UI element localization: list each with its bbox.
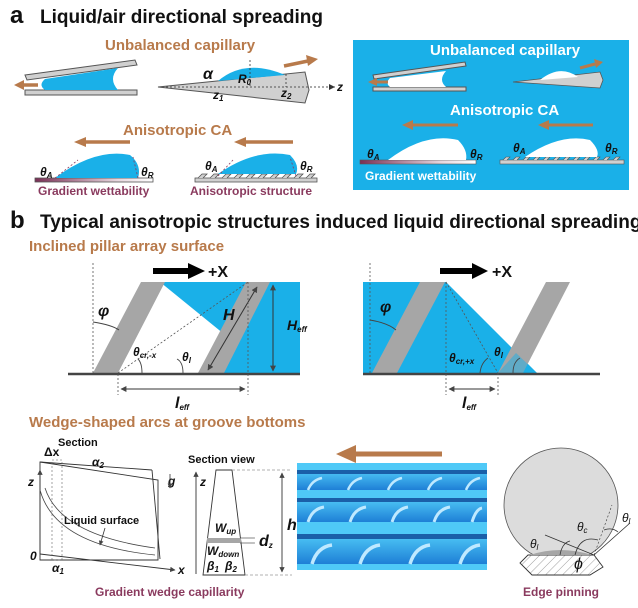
inclined-pillar-minus-x-diagram: φ θcr,-x θl H Heff leff +X	[68, 263, 308, 412]
anisotropic-structure-caption: Anisotropic structure	[190, 184, 312, 198]
plus-x-label: +X	[492, 264, 512, 281]
theta-l-symbol: θl	[494, 345, 504, 360]
capillary-tube-diagram	[14, 59, 138, 96]
gradient-wedge-caption: Gradient wedge capillarity	[95, 585, 245, 599]
direction-arrow-icon	[440, 263, 488, 279]
inclined-pillar-plus-x-diagram: φ θcr,+x θl leff +X	[363, 263, 600, 412]
phi-symbol: φ	[98, 303, 109, 320]
panel-b-label: b	[10, 207, 25, 234]
w-down-symbol: Wdown	[207, 544, 239, 559]
l-eff-symbol: leff	[175, 395, 190, 412]
h-symbol: h	[287, 517, 297, 534]
theta-r-symbol: θR	[300, 159, 313, 174]
arrow-left-icon	[14, 80, 38, 90]
theta-l-right-symbol: θl	[622, 511, 631, 526]
inverse-liquid-box: Unbalanced capillary Anisotropic CA θA θ…	[353, 40, 629, 190]
gradient-wettability-caption: Gradient wettability	[38, 184, 150, 198]
x-axis-label: x	[177, 563, 186, 577]
origin-label: 0	[30, 549, 37, 563]
wedge-droplet-diagram: α R0 z1 z2 z	[157, 55, 343, 104]
arrow-right-icon	[283, 55, 318, 68]
theta-l-symbol: θl	[182, 350, 192, 365]
arrow-left-icon	[74, 137, 130, 147]
theta-cr-plus-x-symbol: θcr,+x	[449, 351, 475, 366]
theta-cr-minus-x-symbol: θcr,-x	[133, 345, 157, 360]
r0-symbol: R0	[238, 72, 252, 87]
beta2-symbol: β2	[224, 559, 237, 574]
groove-arcs-render	[297, 445, 487, 570]
section-label: Section	[58, 437, 98, 449]
arrow-left-icon	[336, 445, 442, 463]
anisotropic-structure-diagram: θA θR Anisotropic structure	[190, 137, 318, 198]
panel-b-title: Typical anisotropic structures induced l…	[40, 212, 638, 233]
alpha1-symbol: α1	[52, 561, 64, 576]
theta-r-symbol: θR	[141, 165, 154, 180]
gravity-symbol: g	[167, 474, 176, 488]
alpha-symbol: α	[203, 66, 214, 83]
arrow-left-icon	[234, 137, 293, 147]
inverse-anisotropic-ca-heading: Anisotropic CA	[450, 102, 559, 119]
gradient-wettability-diagram: θA θR Gradient wettability	[34, 137, 154, 198]
dz-symbol: dz	[259, 533, 273, 550]
inverse-theta-r-symbol: θR	[470, 147, 483, 162]
phi-edge-symbol: ϕ	[574, 556, 583, 573]
anisotropic-ca-heading: Anisotropic CA	[123, 122, 232, 139]
theta-l-symbol: θl	[530, 537, 539, 552]
alpha2-symbol: α2	[92, 455, 104, 470]
inverse-theta-a-symbol: θA	[367, 147, 380, 162]
section-view-label: Section view	[188, 454, 255, 466]
section-z-label: z	[199, 475, 206, 489]
z-axis-label: z	[27, 475, 34, 489]
liquid-surface-label: Liquid surface	[64, 515, 139, 527]
edge-pinning-caption: Edge pinning	[523, 585, 599, 599]
l-eff-symbol: leff	[462, 395, 477, 412]
unbalanced-capillary-heading: Unbalanced capillary	[105, 37, 256, 54]
z-axis-label: z	[336, 80, 343, 94]
z2-symbol: z2	[280, 86, 292, 101]
inverse-theta-a-symbol: θA	[513, 141, 526, 156]
panel-a-title: Liquid/air directional spreading	[40, 7, 323, 28]
gradient-wedge-3d-diagram: Section Δx α2 z Liquid surface 0 α1 x g	[27, 437, 186, 577]
theta-a-symbol: θA	[40, 165, 53, 180]
z1-symbol: z1	[212, 88, 224, 103]
panel-a-label: a	[10, 2, 24, 29]
phi-symbol: φ	[380, 299, 391, 316]
inverse-unbalanced-capillary-heading: Unbalanced capillary	[430, 42, 581, 59]
inverse-gradient-wettability-caption: Gradient wettability	[365, 169, 477, 183]
H-symbol: H	[223, 307, 235, 324]
inverse-theta-r-symbol: θR	[605, 141, 618, 156]
beta1-symbol: β1	[206, 559, 219, 574]
theta-a-symbol: θA	[205, 159, 218, 174]
direction-arrow-icon	[153, 263, 205, 279]
plus-x-label: +X	[208, 264, 228, 281]
inclined-pillar-heading: Inclined pillar array surface	[29, 238, 224, 255]
edge-pinning-diagram: θl θc θl ϕ Edge pinning	[503, 447, 631, 599]
w-up-symbol: Wup	[215, 521, 236, 536]
section-view-diagram: Section view z Wup Wdown β1 β2 dz h	[188, 454, 297, 576]
theta-c-symbol: θc	[577, 520, 588, 535]
delta-x-label: Δx	[44, 445, 60, 459]
wedge-arcs-heading: Wedge-shaped arcs at groove bottoms	[29, 414, 305, 431]
H-eff-symbol: Heff	[287, 317, 308, 334]
